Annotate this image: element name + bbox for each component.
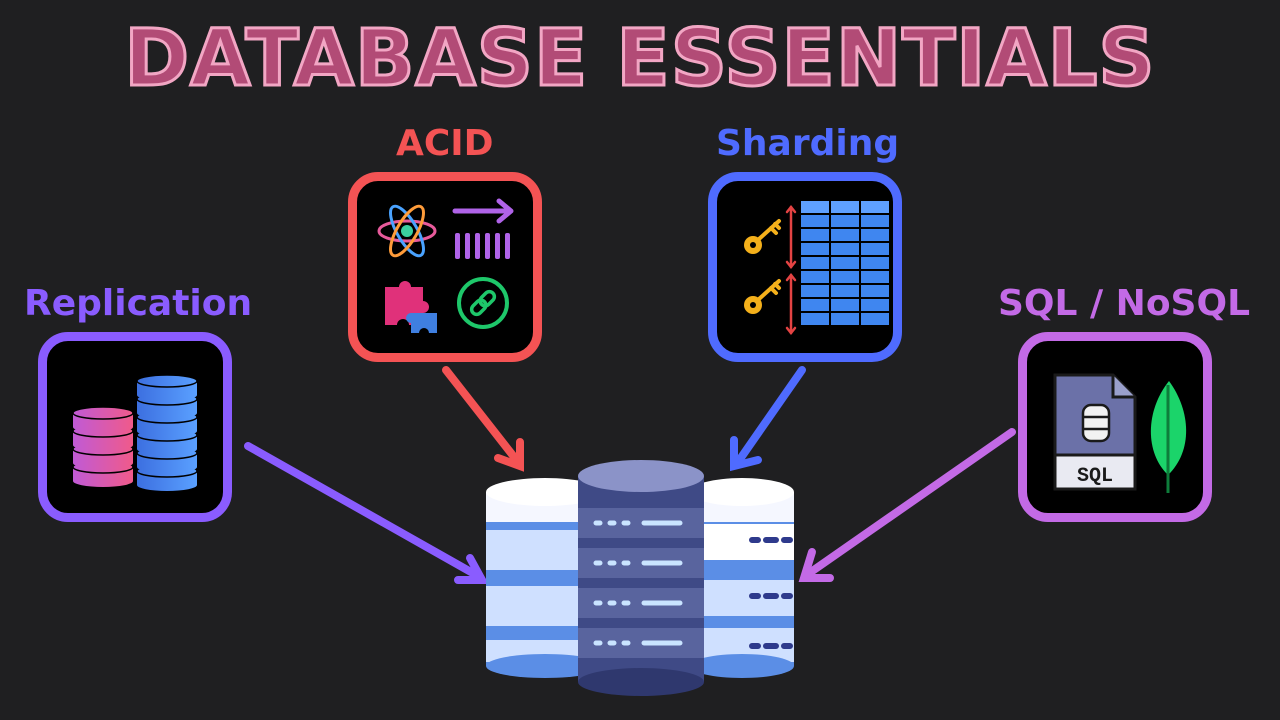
table-cell	[861, 215, 889, 227]
sql-file-text: SQL	[1077, 465, 1113, 488]
sql-file-icon: SQL	[1053, 373, 1137, 491]
arrow-sharding-to-center	[730, 366, 806, 472]
arrow-replication-to-center	[244, 442, 489, 584]
sharding-card	[708, 172, 902, 362]
server-database-cluster-icon	[486, 460, 794, 696]
table-cell	[801, 285, 829, 297]
table-cell	[831, 285, 859, 297]
database-stack-icon	[72, 374, 198, 491]
table-cell	[801, 215, 829, 227]
table-cell	[801, 313, 829, 325]
key-icon	[744, 279, 781, 314]
table-cell	[861, 313, 889, 325]
table-cell	[831, 215, 859, 227]
table-grid-icon	[801, 201, 889, 325]
table-cell	[801, 299, 829, 311]
table-cell	[831, 201, 859, 213]
table-cell	[861, 201, 889, 213]
sharding-icons	[744, 201, 889, 336]
page-title: DATABASE ESSENTIALS	[123, 13, 1156, 106]
sql-nosql-icons: SQL	[1053, 373, 1187, 493]
replication-label: Replication	[24, 283, 253, 324]
center-server	[578, 460, 704, 696]
table-cell	[861, 229, 889, 241]
table-cell	[831, 299, 859, 311]
arrow-acid-to-center	[442, 366, 524, 472]
key-icon	[744, 219, 781, 254]
acid-card	[348, 172, 542, 362]
arrow-barcode-icon	[452, 198, 514, 259]
table-cell	[861, 285, 889, 297]
table-cell	[861, 271, 889, 283]
table-cell	[831, 229, 859, 241]
arrow-sql-nosql-to-center	[798, 428, 1016, 582]
right-server	[690, 478, 794, 678]
sharding-label: Sharding	[716, 123, 900, 164]
acid-icons	[377, 198, 514, 333]
table-cell	[861, 243, 889, 255]
link-icon	[457, 277, 509, 329]
table-cell	[861, 257, 889, 269]
table-cell	[801, 229, 829, 241]
acid-label: ACID	[396, 123, 494, 164]
table-cell	[861, 299, 889, 311]
table-cell	[801, 243, 829, 255]
table-cell	[801, 271, 829, 283]
table-cell	[831, 313, 859, 325]
table-cell	[801, 201, 829, 213]
sql-nosql-label: SQL / NoSQL	[998, 283, 1251, 324]
replication-card	[38, 332, 232, 522]
table-cell	[831, 257, 859, 269]
puzzle-icon	[385, 281, 437, 333]
table-cell	[831, 243, 859, 255]
table-cell	[801, 257, 829, 269]
atom-icon	[377, 204, 437, 258]
table-cell	[831, 271, 859, 283]
sql-nosql-card: SQL	[1018, 332, 1212, 522]
mongodb-leaf-icon	[1150, 381, 1187, 493]
